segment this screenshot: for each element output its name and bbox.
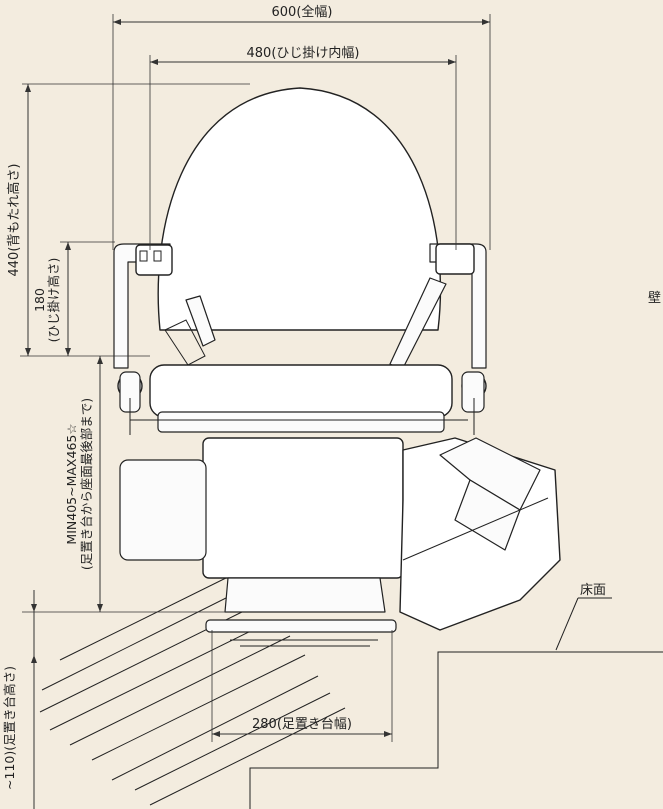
footrest xyxy=(205,619,397,647)
backrest xyxy=(157,87,442,331)
label-armrest-height-value: 180 xyxy=(32,288,47,312)
carriage xyxy=(119,437,561,631)
label-floor: 床面 xyxy=(580,583,606,598)
dim-seat-height xyxy=(22,356,230,613)
label-overall-width: 600(全幅) xyxy=(272,4,333,20)
dim-armrest-height xyxy=(60,241,115,356)
dim-armrest-inner-width xyxy=(149,55,457,250)
dim-overall-width xyxy=(112,14,491,250)
dim-footrest-height xyxy=(31,590,37,809)
dim-footrest-width xyxy=(211,630,393,742)
floor-leader xyxy=(555,597,612,651)
label-armrest-height-note: (ひじ掛け高さ) xyxy=(46,258,61,343)
label-footrest-height: ~110)(足置き台高さ) xyxy=(2,666,17,790)
label-seat-height-range: MIN405~MAX465☆ xyxy=(64,423,79,544)
dim-backrest-height xyxy=(22,83,250,356)
label-armrest-inner-width: 480(ひじ掛け内幅) xyxy=(247,45,360,61)
floor-steps xyxy=(249,651,663,809)
rail xyxy=(39,574,346,806)
seat xyxy=(117,364,487,435)
armrest-frame xyxy=(113,243,487,371)
label-seat-height-note: (足置き台から座面最後部まで) xyxy=(79,398,94,570)
label-backrest-height: 440(背もたれ高さ) xyxy=(6,164,22,277)
label-wall: 壁 xyxy=(648,291,661,306)
label-footrest-width: 280(足置き台幅) xyxy=(252,717,352,732)
